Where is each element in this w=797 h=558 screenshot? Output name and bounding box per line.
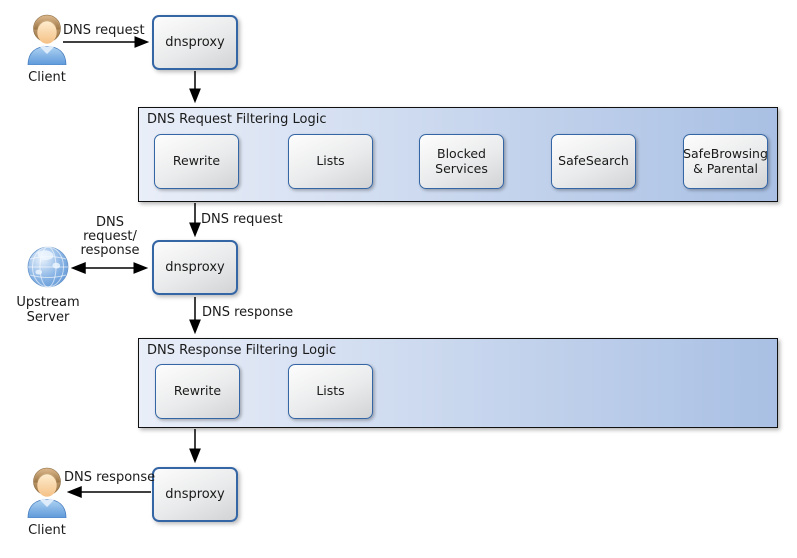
dnsproxy2-node: dnsproxy: [152, 240, 238, 295]
edge-label-line: DNS: [96, 215, 124, 230]
response-filtering-container: DNS Response Filtering Logic Rewrite Lis…: [138, 338, 778, 428]
step-lists-response: Lists: [288, 364, 373, 419]
step-rewrite-request: Rewrite: [154, 134, 239, 189]
edge-label-dns-response-bottom: DNS response: [64, 470, 156, 485]
client-top-label: Client: [28, 70, 66, 85]
edge-label-dns-request-mid: DNS request: [201, 212, 283, 227]
dnsproxy3-node: dnsproxy: [152, 467, 238, 522]
step-safebrowsing-parental: SafeBrowsing & Parental: [683, 134, 768, 189]
person-icon: [27, 14, 67, 65]
dnsproxy1-node: dnsproxy: [152, 15, 238, 70]
step-safesearch: SafeSearch: [551, 134, 636, 189]
edge-label-line: request/: [83, 229, 137, 244]
edge-label-dns-request-top: DNS request: [63, 23, 145, 38]
step-blocked-services: Blocked Services: [419, 134, 504, 189]
edge-label-dns-request-response: DNS request/ response: [70, 216, 150, 258]
client-bottom-label: Client: [28, 523, 66, 538]
edge-label-line: response: [80, 243, 140, 258]
request-filtering-container: DNS Request Filtering Logic Rewrite List…: [138, 107, 778, 202]
request-filtering-title: DNS Request Filtering Logic: [147, 112, 327, 127]
response-filtering-title: DNS Response Filtering Logic: [147, 343, 337, 358]
edge-label-dns-response-mid: DNS response: [202, 305, 294, 320]
step-rewrite-response: Rewrite: [155, 364, 240, 419]
person-icon: [27, 467, 67, 518]
step-lists-request: Lists: [288, 134, 373, 189]
globe-icon: [27, 246, 69, 288]
upstream-server-label: Upstream Server: [16, 295, 80, 325]
